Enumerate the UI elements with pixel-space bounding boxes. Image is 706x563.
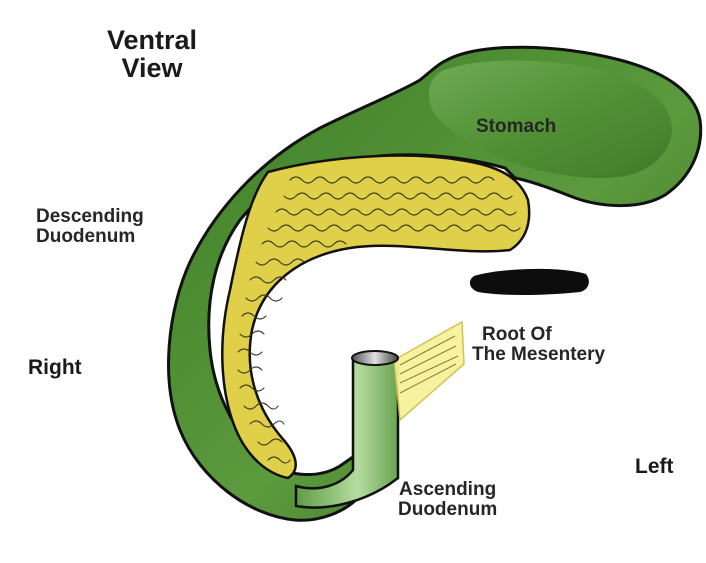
ascending-duodenum (294, 356, 400, 509)
ascending-duodenum-label: Ascending Duodenum (398, 480, 497, 520)
descending-duodenum-label-line-1: Descending (36, 206, 144, 227)
descending-duodenum-label-line-2: Duodenum (36, 225, 136, 247)
mesentery-lines (399, 335, 459, 394)
right-side-label: Right (28, 356, 82, 379)
root-of-mesentery-label-line-2: The Mesentery (472, 343, 606, 365)
title-line-1: Ventral (106, 25, 198, 55)
root-of-mesentery-label: Root Of The Mesentery (472, 325, 605, 365)
ascending-duodenum-opening (351, 350, 399, 366)
ascending-duodenum-label-line-2: Duodenum (398, 498, 498, 520)
stomach-highlight (428, 60, 672, 179)
pancreas (221, 154, 531, 480)
descending-duodenum-label: Descending Duodenum (36, 207, 144, 247)
root-of-mesentery-label-line-1: Root Of (482, 324, 552, 345)
diagram-title: Ventral View (96, 26, 208, 83)
pancreas-texture (237, 176, 521, 464)
ascending-duodenum-label-line-1: Ascending (399, 479, 497, 500)
left-side-label: Left (635, 455, 674, 478)
mesentery-root (393, 320, 465, 422)
stomach-label: Stomach (476, 116, 557, 137)
title-line-2: View (121, 53, 183, 84)
redaction-bar (469, 268, 589, 295)
